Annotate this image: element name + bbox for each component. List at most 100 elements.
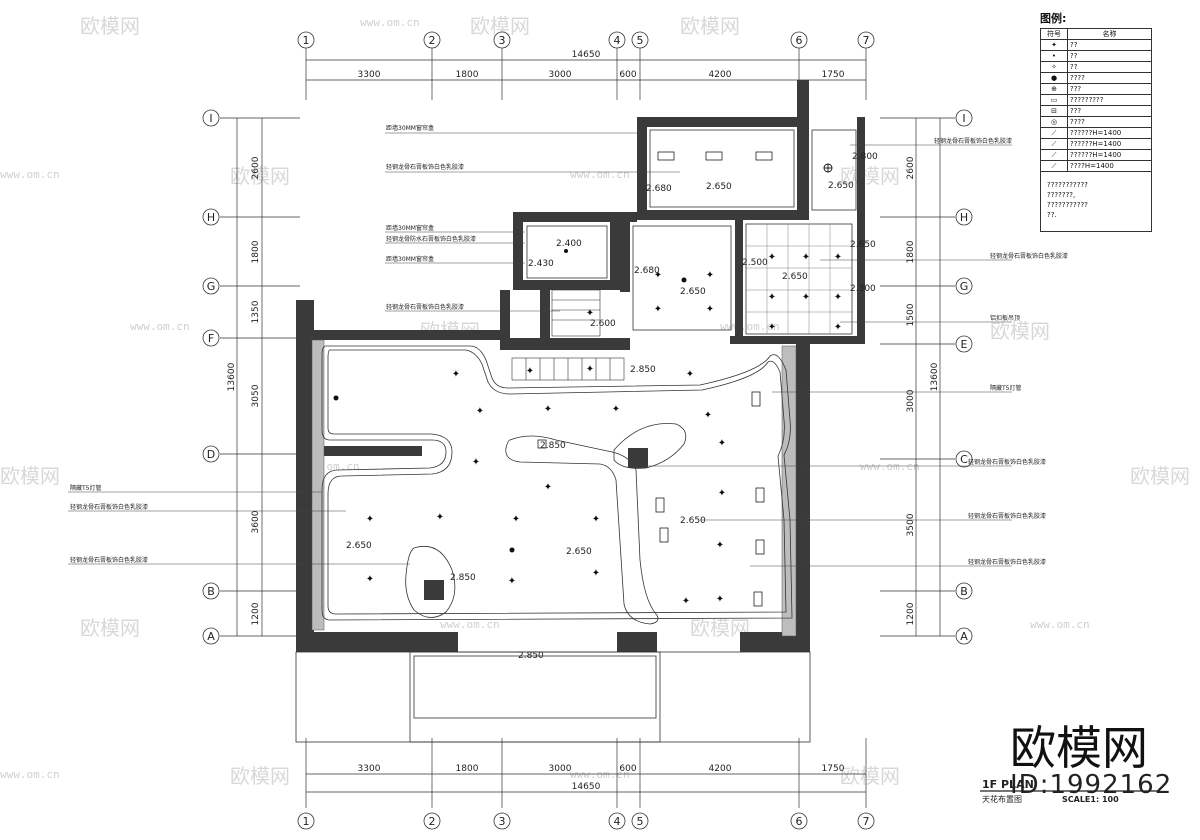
- legend-row: ●????: [1040, 72, 1152, 84]
- dim-segment: 4200: [709, 70, 732, 80]
- dim-segment: 1750: [822, 764, 845, 774]
- legend-row: ✧??: [1040, 61, 1152, 73]
- dim-segment: 3500: [906, 513, 916, 536]
- annotation-label: 铝扣板吊顶: [990, 314, 1020, 322]
- balcony: [295, 651, 811, 743]
- circle-cross-icon: [823, 163, 833, 173]
- dim-segment: 3000: [906, 389, 916, 412]
- right-dimensions: [880, 117, 955, 637]
- legend-row: ⊟???: [1040, 105, 1152, 117]
- left-dimensions: [220, 117, 300, 637]
- dim-segment: 1200: [906, 602, 916, 625]
- ceiling-level: 2.430: [528, 259, 554, 269]
- watermark: 欧模网: [230, 164, 290, 188]
- cross-light-icon: ✦: [834, 322, 842, 333]
- grid-label: B: [207, 585, 215, 598]
- grid-label: 6: [796, 815, 803, 828]
- legend-item: ???: [1067, 105, 1152, 117]
- annotation-label: 轻钢龙骨石膏板饰白色乳胶漆: [70, 503, 148, 511]
- ceiling-level: 2.650: [346, 541, 372, 551]
- dim-total-top: 14650: [572, 50, 601, 60]
- grid-label: G: [207, 280, 216, 293]
- legend-row: •??: [1040, 50, 1152, 62]
- grid-label: 2: [429, 815, 436, 828]
- switch-icon: ⟋: [1040, 160, 1068, 172]
- dim-total-bottom: 14650: [572, 782, 601, 792]
- annotation-label: 隔藏T5灯管: [70, 484, 101, 492]
- stair: [511, 289, 625, 381]
- dim-segment: 3050: [251, 384, 261, 407]
- dim-segment: 1800: [456, 70, 479, 80]
- dim-segment: 1800: [906, 240, 916, 263]
- grid-bubbles-bottom: 1 2 3 4 5 6 7: [297, 812, 875, 830]
- ceiling-level: 2.850: [540, 441, 566, 451]
- cross-light-icon: ✦: [512, 514, 520, 525]
- dim-segment: 3300: [358, 70, 381, 80]
- watermark-url: www.om.cn: [0, 168, 60, 181]
- cross-light-icon: ✦: [526, 366, 534, 377]
- watermark-url: www.om.cn: [1030, 618, 1090, 631]
- legend-note: ???????????: [1047, 201, 1088, 209]
- ceiling-level: 2.400: [556, 239, 582, 249]
- legend-row: ⟋????H=1400: [1040, 160, 1152, 172]
- ceiling-level: 2.680: [646, 184, 672, 194]
- grid-label: D: [207, 448, 215, 461]
- cross-light-icon: ✦: [452, 369, 460, 380]
- dim-segment: 3300: [358, 764, 381, 774]
- box-lights: [537, 151, 773, 607]
- dot-icon: [681, 277, 687, 283]
- grid-label: 3: [499, 34, 506, 47]
- cross-light-icon: ✦: [682, 596, 690, 607]
- legend-item: ??????H=1400: [1067, 138, 1152, 150]
- cross-light-icon: ✦: [768, 292, 776, 303]
- dot-icon: ●: [1040, 72, 1068, 84]
- cross-light-icon: ✦: [654, 270, 662, 281]
- grid-label: 1: [303, 815, 310, 828]
- grid-label: H: [960, 211, 968, 224]
- ceiling-level: 2.850: [630, 365, 656, 375]
- legend-col-name: 名称: [1067, 28, 1152, 40]
- ceiling-level: 2.650: [680, 516, 706, 526]
- vent-icon: ⊟: [1040, 105, 1068, 117]
- switch-icon: ⟋: [1040, 127, 1068, 139]
- switch-icon: ⟋: [1040, 138, 1068, 150]
- leader-lines: [68, 132, 1012, 567]
- legend-item: ??: [1067, 50, 1152, 62]
- ceiling-level: 2.650: [566, 547, 592, 557]
- grid-label: I: [962, 112, 965, 125]
- cross-light-icon: ✦: [612, 404, 620, 415]
- legend-item: ????H=1400: [1067, 160, 1152, 172]
- dim-segment: 2600: [906, 156, 916, 179]
- ceiling-level: 2.300: [850, 284, 876, 294]
- grid-bubbles-right: I H G E C B A: [955, 109, 973, 645]
- annotation-label: 轻钢龙骨石膏板饰白色乳胶漆: [934, 137, 1012, 145]
- watermark: 欧模网: [0, 464, 60, 488]
- grid-label: G: [960, 280, 969, 293]
- tile-grid: [746, 224, 852, 334]
- star-light-icon: ✧: [1040, 61, 1068, 73]
- dot-icon: [564, 249, 568, 253]
- legend-notes: ??????????? ???????, ??????????? ??.: [1040, 172, 1152, 232]
- cross-light-icon: ✦: [436, 512, 444, 523]
- watermark: 欧模网: [1130, 464, 1190, 488]
- annotations: 距墙30MM窗帘盒 轻钢龙骨石膏板饰白色乳胶漆 距墙30MM窗帘盒 轻钢龙骨防水…: [70, 124, 1068, 566]
- watermark: 欧模网: [230, 764, 290, 788]
- grid-label: I: [209, 112, 212, 125]
- watermark-url: www.om.cn: [360, 16, 420, 29]
- top-dimensions: [305, 48, 867, 100]
- cross-light-icon: ✦: [834, 292, 842, 303]
- cross-light-icon: ✦: [716, 594, 724, 605]
- image-id: ID:1992162: [1010, 770, 1173, 800]
- ceiling-level: 2.850: [450, 573, 476, 583]
- watermark: 欧模网: [990, 319, 1050, 343]
- grid-label: A: [960, 630, 968, 643]
- watermark-url: www.om.cn: [860, 460, 920, 473]
- watermark: 欧模网: [680, 14, 740, 38]
- dim-segment: 1800: [251, 240, 261, 263]
- cross-light-icon: ✦: [704, 410, 712, 421]
- legend-note: ???????,: [1047, 191, 1076, 199]
- legend-item: ????: [1067, 72, 1152, 84]
- cross-light-icon: ✦: [472, 457, 480, 468]
- light-fixtures: ✦ ✦ ✦ ✦ ✦ ✦ ✦ ✦ ✦ ✦ ✦ ✦ ✦ ✦ ✦ ✦ ✦ ✦ ✦ ✦ …: [333, 249, 842, 607]
